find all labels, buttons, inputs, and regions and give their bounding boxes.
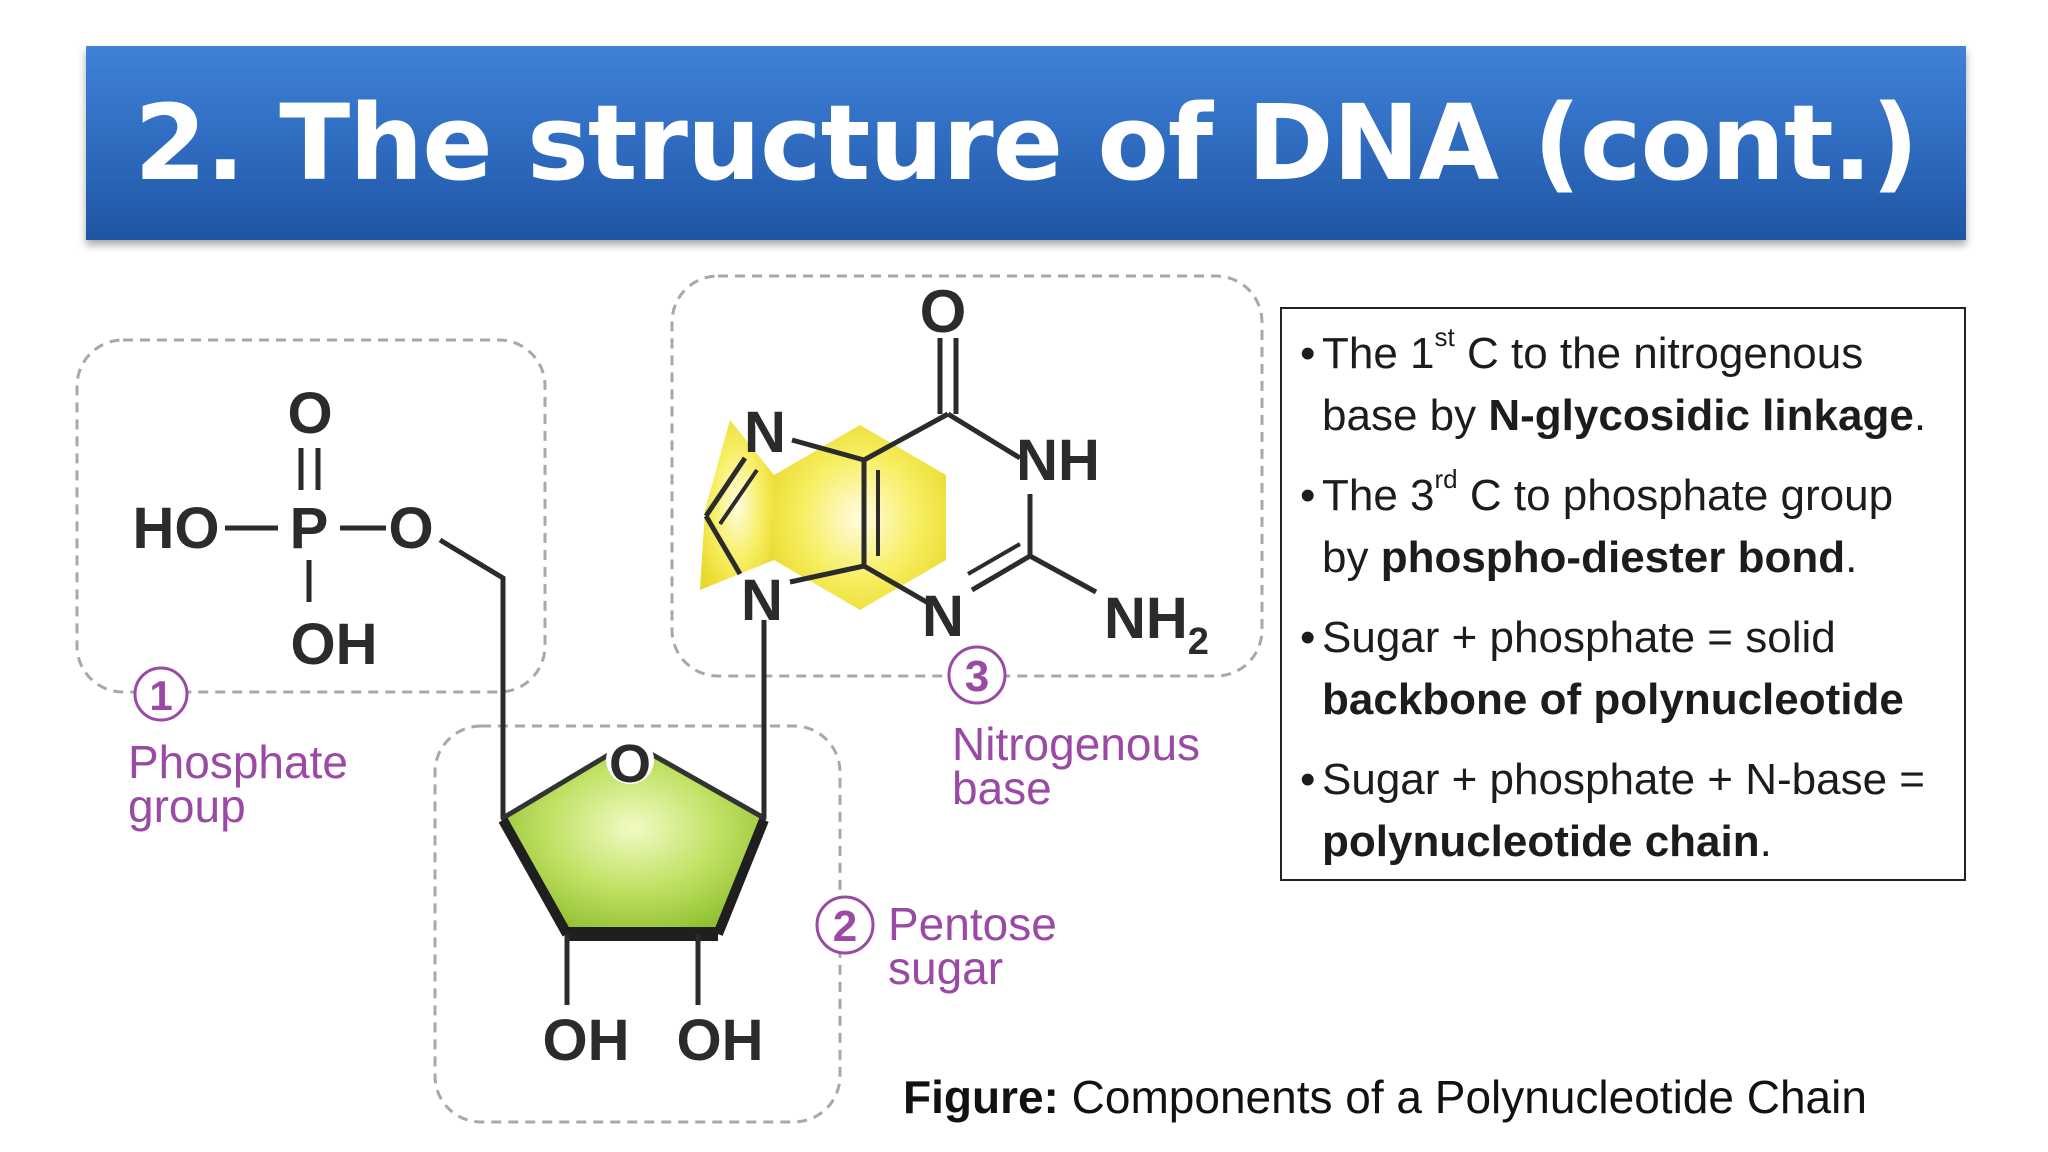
sugar-label-line2: sugar bbox=[888, 942, 1003, 994]
phosphate-number-circle bbox=[133, 666, 189, 722]
base-n9: N bbox=[741, 568, 783, 633]
info-bullet-4: • Sugar + phosphate + N-base = polynucle… bbox=[1300, 749, 1944, 873]
base-number-circle bbox=[947, 645, 1007, 705]
bond-n3-c2 bbox=[970, 553, 1032, 593]
caption-label: Figure: bbox=[903, 1071, 1059, 1123]
bullet-marker: • bbox=[1300, 755, 1316, 804]
bond-n7-c8-double bbox=[718, 468, 759, 526]
title-banner: 2. The structure of DNA (cont.) bbox=[86, 46, 1966, 240]
base-label-line2: base bbox=[952, 762, 1052, 814]
bond-c8-n9 bbox=[703, 514, 743, 576]
bond-c5-c6 bbox=[862, 411, 950, 463]
bullet-marker: • bbox=[1300, 613, 1316, 662]
bullet-marker: • bbox=[1300, 329, 1316, 378]
sugar-right-edge bbox=[713, 818, 769, 936]
info-bullet-3: • Sugar + phosphate = solid backbone of … bbox=[1300, 607, 1944, 731]
phosphoester-linkage bbox=[438, 537, 506, 818]
sugar-ring-oxygen: O bbox=[609, 734, 651, 794]
phosphate-number: 1 bbox=[149, 672, 172, 719]
sugar-oh-right: OH bbox=[677, 1008, 764, 1073]
base-label-line1: Nitrogenous bbox=[952, 718, 1200, 770]
sugar-number-circle bbox=[815, 895, 875, 955]
phosphate-label-line1: Phosphate bbox=[128, 736, 348, 788]
slide-title: 2. The structure of DNA (cont.) bbox=[134, 82, 1919, 204]
ring-oxygen-background bbox=[606, 736, 654, 784]
bond-c6-n1 bbox=[946, 411, 1022, 461]
bond-c4-n3 bbox=[862, 563, 932, 607]
bond-n7-c5 bbox=[791, 437, 865, 463]
bullet-text: The 1st C to the nitrogenous base by N-g… bbox=[1322, 322, 1927, 440]
base-n7: N bbox=[744, 400, 786, 465]
phosphate-oh: OH bbox=[291, 612, 378, 677]
base-carbonyl-oxygen: O bbox=[920, 278, 967, 345]
bullet-text: The 3rd C to phosphate group by phospho-… bbox=[1322, 464, 1894, 582]
bullet-marker: • bbox=[1300, 471, 1316, 520]
base-nh: NH bbox=[1016, 428, 1100, 493]
sugar-number: 2 bbox=[833, 902, 857, 951]
phosphate-link-oxygen: O bbox=[388, 496, 433, 561]
caption-text: Components of a Polynucleotide Chain bbox=[1058, 1071, 1867, 1123]
phosphate-label-line2: group bbox=[128, 780, 246, 832]
base-n3: N bbox=[922, 584, 964, 649]
bond-n3-c2-double bbox=[967, 542, 1021, 576]
phosphate-top-oxygen: O bbox=[287, 381, 332, 446]
base-nh2: NH2 bbox=[1104, 586, 1209, 663]
phosphorus-atom: P bbox=[290, 496, 329, 561]
bond-c2-nh2 bbox=[1028, 553, 1098, 595]
bond-n7-c8 bbox=[703, 456, 748, 518]
sugar-oh-left: OH bbox=[543, 1008, 630, 1073]
base-six-ring bbox=[774, 425, 946, 610]
figure-caption: Figure: Components of a Polynucleotide C… bbox=[903, 1070, 1867, 1124]
sugar-left-edge bbox=[498, 817, 572, 937]
info-bullet-1: • The 1st C to the nitrogenous base by N… bbox=[1300, 323, 1944, 447]
bond-n9-c4 bbox=[789, 563, 865, 585]
info-box: • The 1st C to the nitrogenous base by N… bbox=[1280, 307, 1966, 881]
base-five-ring bbox=[700, 420, 774, 590]
bullet-text: Sugar + phosphate + N-base = polynucleot… bbox=[1322, 755, 1925, 866]
sugar-label-line1: Pentose bbox=[888, 898, 1057, 950]
bullet-text: Sugar + phosphate = solid backbone of po… bbox=[1322, 613, 1904, 724]
info-bullet-2: • The 3rd C to phosphate group by phosph… bbox=[1300, 465, 1944, 589]
sugar-region bbox=[433, 724, 842, 1124]
phosphate-ho: HO bbox=[133, 496, 220, 561]
base-number: 3 bbox=[965, 652, 989, 701]
phosphate-region bbox=[75, 338, 547, 694]
